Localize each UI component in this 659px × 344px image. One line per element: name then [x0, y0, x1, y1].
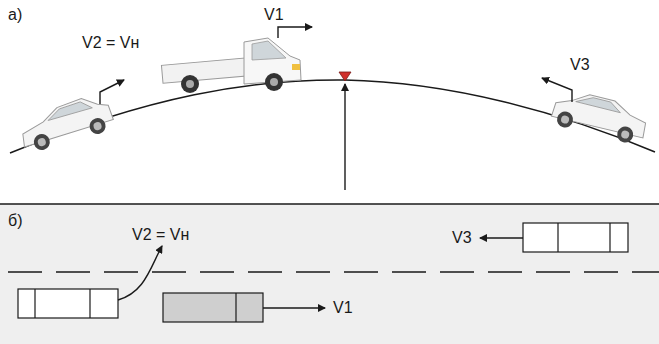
crest-arrow	[344, 84, 345, 190]
velocity-arrow	[263, 307, 325, 308]
road-edge	[0, 203, 659, 204]
car-right	[550, 87, 650, 147]
lane-marking	[8, 271, 659, 272]
vehicle-v1	[163, 293, 263, 322]
velocity-label: V1	[264, 6, 284, 24]
vehicle-v3	[523, 223, 628, 252]
velocity-arrow	[278, 27, 312, 38]
vehicle-v2	[18, 289, 118, 318]
velocity-label: V3	[570, 56, 590, 74]
car-left	[16, 92, 116, 155]
velocity-label: V3	[452, 229, 472, 247]
velocity-arrow	[542, 78, 572, 102]
part-label: б)	[8, 212, 23, 230]
road-surface	[0, 204, 659, 344]
velocity-arrow	[100, 80, 124, 104]
velocity-arrow	[480, 237, 523, 238]
overtaking-arrow	[118, 246, 162, 300]
crest-marker	[339, 72, 351, 81]
truck	[161, 38, 301, 93]
velocity-label: V1	[333, 299, 353, 317]
road-profile	[10, 80, 655, 153]
velocity-label: V2 = Vн	[82, 34, 139, 52]
velocity-label: V2 = Vн	[132, 226, 189, 244]
part-label: а)	[8, 6, 22, 24]
